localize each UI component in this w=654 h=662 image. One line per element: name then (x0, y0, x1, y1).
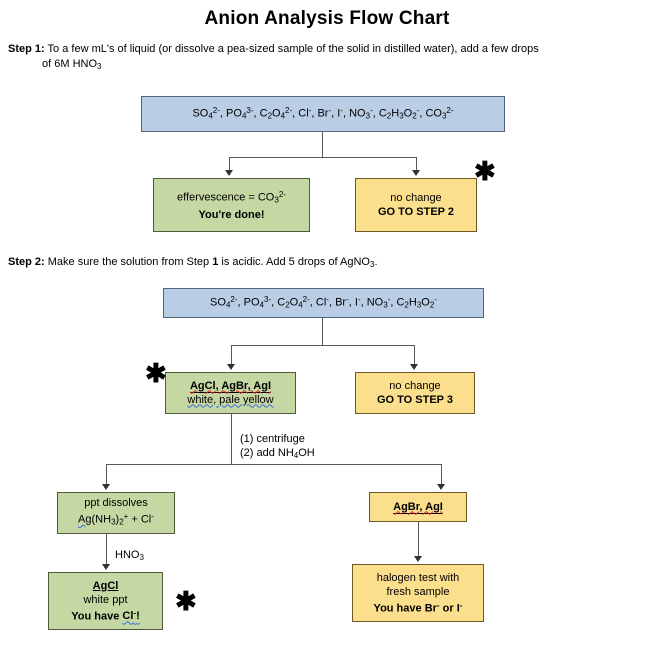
box-silver-halides: AgCl, AgBr, AgI white, pale yellow (165, 372, 296, 414)
edge-label-centrifuge-1: (1) centrifuge (240, 433, 305, 445)
edge-label-hno3: HNO3 (115, 549, 144, 562)
silver-halides-line1: AgCl, AgBr, AgI (189, 379, 272, 393)
arrowhead-right-1 (412, 170, 420, 176)
connector-horizontal-3 (106, 464, 441, 465)
edge-label-centrifuge-2: (2) add NH4OH (240, 447, 315, 460)
star-cursor-mid: ✱ (145, 358, 167, 388)
box-no-change-step3: no change GO TO STEP 3 (355, 372, 475, 414)
connector-branch-left-1 (229, 157, 230, 172)
step1-label: Step 1: (8, 43, 45, 55)
step2-label: Step 2: (8, 256, 45, 268)
step1-line2: of 6M HNO3 (42, 58, 102, 71)
arrowhead-left-3 (102, 484, 110, 490)
connector-branch-left-2 (231, 345, 232, 366)
agcl-result-line1: AgCl (92, 579, 119, 592)
no-change-step3-line2: GO TO STEP 3 (376, 394, 453, 406)
connector-vertical-4 (106, 534, 107, 566)
box-effervescence: effervescence = CO32- You're done! (153, 178, 310, 232)
arrowhead-5 (414, 556, 422, 562)
halogen-test-line3: You have Br- or I- (373, 600, 463, 615)
box-agbr-agi: AgBr, AgI (369, 492, 467, 522)
arrowhead-4 (102, 564, 110, 570)
no-change-step2-line1: no change (390, 192, 442, 204)
agcl-result-line3: You have Cl-! (71, 608, 140, 623)
box-agcl-result: AgCl white ppt You have Cl-! (48, 572, 163, 630)
agcl-result-line2: white ppt (83, 593, 128, 606)
ppt-dissolves-line2: Ag(NH3)2+ + Cl- (78, 512, 154, 527)
effervescence-line1: effervescence = CO32- (177, 190, 286, 205)
step1-instruction: Step 1: To a few mL's of liquid (or diss… (8, 42, 650, 74)
step2-instruction: Step 2: Make sure the solution from Step… (8, 255, 568, 272)
halogen-test-line2: fresh sample (386, 585, 450, 598)
box-no-change-step2: no change GO TO STEP 2 (355, 178, 477, 232)
ppt-dissolves-line1: ppt dissolves (84, 497, 148, 510)
arrowhead-left-2 (227, 364, 235, 370)
agbr-agi-line1: AgBr, AgI (393, 500, 443, 514)
star-cursor-bottom: ✱ (175, 586, 197, 616)
page-title: Anion Analysis Flow Chart (204, 8, 450, 29)
connector-vertical-2 (322, 318, 323, 346)
connector-horizontal-1 (229, 157, 416, 158)
box-anions-full: SO42-, PO43-, C2O42-, Cl-, Br-, I-, NO3-… (141, 96, 505, 132)
star-cursor-top: ✱ (474, 156, 496, 186)
connector-branch-right-1 (416, 157, 417, 172)
arrowhead-left-1 (225, 170, 233, 176)
connector-horizontal-2 (231, 345, 414, 346)
halogen-test-line1: halogen test with (376, 571, 460, 584)
connector-branch-right-2 (414, 345, 415, 366)
arrowhead-right-3 (437, 484, 445, 490)
box-ppt-dissolves: ppt dissolves Ag(NH3)2+ + Cl- (57, 492, 175, 534)
effervescence-line2: You're done! (198, 208, 265, 221)
anion-list-full: SO42-, PO43-, C2O42-, Cl-, Br-, I-, NO3-… (192, 106, 454, 121)
connector-vertical-5 (418, 522, 419, 558)
connector-vertical-1 (322, 132, 323, 158)
connector-branch-left-3 (106, 464, 107, 486)
box-anions-reduced: SO42-, PO43-, C2O42-, Cl-, Br-, I-, NO3-… (163, 288, 484, 318)
anion-list-reduced: SO42-, PO43-, C2O42-, Cl-, Br-, I-, NO3-… (210, 295, 437, 310)
no-change-step3-line1: no change (389, 380, 441, 392)
silver-halides-line2: white, pale yellow (187, 393, 274, 406)
step2-line1: Make sure the solution from Step 1 is ac… (47, 256, 378, 269)
connector-vertical-3 (231, 414, 232, 464)
box-halogen-test: halogen test with fresh sample You have … (352, 564, 484, 622)
arrowhead-right-2 (410, 364, 418, 370)
connector-branch-right-3 (441, 464, 442, 486)
step1-line1: To a few mL's of liquid (or dissolve a p… (47, 43, 539, 55)
no-change-step2-line2: GO TO STEP 2 (377, 206, 454, 218)
